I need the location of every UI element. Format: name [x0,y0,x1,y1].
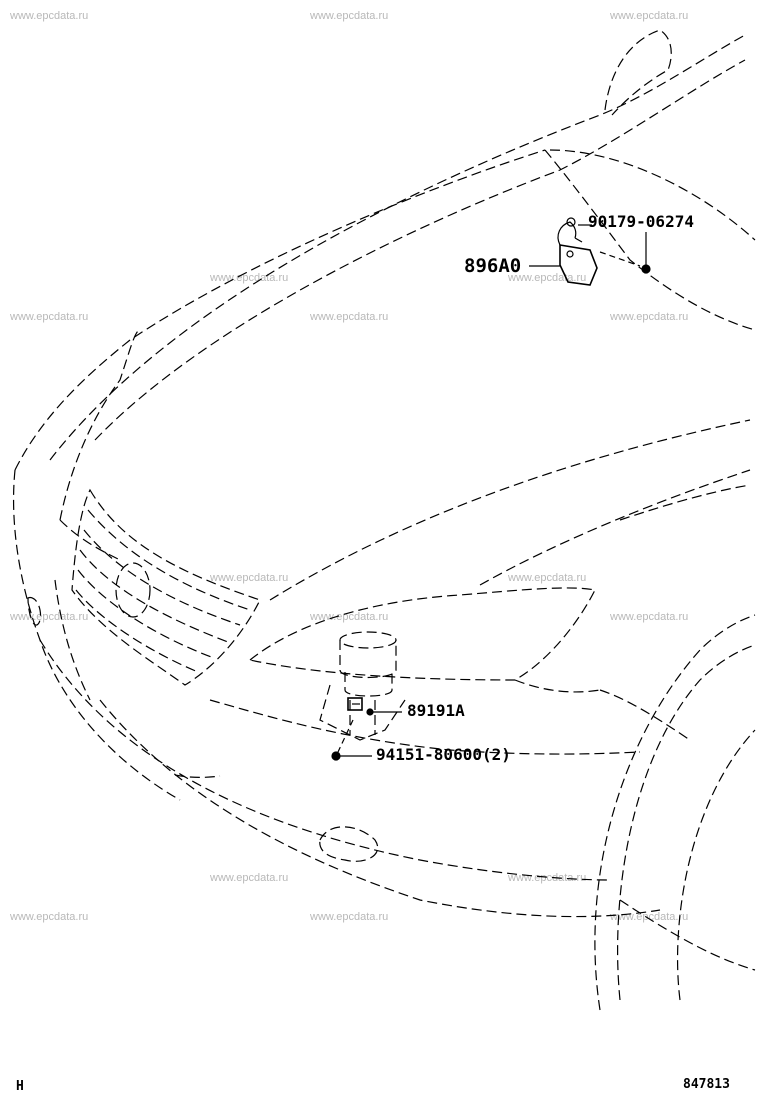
part-label-bolt[interactable]: 94151-80600(2) [376,745,511,764]
hood-edge [94,59,746,441]
watermark: www.epcdata.ru [10,311,89,323]
wheel-arch-inner [676,729,756,1001]
part-label-horn[interactable]: 89191A [407,701,465,720]
bumper-lower [39,639,611,881]
bumper-side [54,579,91,701]
watermark: www.epcdata.ru [210,872,289,884]
grille-slat-5 [75,589,199,673]
bumper-bottom [99,699,661,918]
fender-line [479,469,751,586]
side-mirror [604,29,672,116]
diagram-code-left: H [16,1079,24,1094]
grille-slat-3 [79,549,229,643]
watermark: www.epcdata.ru [310,311,389,323]
headlight-right [248,587,596,681]
wheel-arch-outer [594,614,756,1011]
side-panel [599,689,691,741]
part-label-sensor[interactable]: 896A0 [464,255,522,277]
grille-slat-1 [87,509,251,611]
leader-bolt-guide [337,719,354,753]
watermark: www.epcdata.ru [310,911,389,923]
wheel-arch [616,644,756,1001]
watermark: www.epcdata.ru [610,611,689,623]
clip-dot [641,264,651,274]
headlight-left [59,329,141,521]
watermark: www.epcdata.ru [508,572,587,584]
windshield-lower [549,149,756,241]
hood-front-line [14,149,546,471]
fender-line-2 [619,484,751,521]
watermark: www.epcdata.ru [10,911,89,923]
emblem [115,562,151,618]
side-marker [27,596,42,626]
watermark: www.epcdata.ru [610,10,689,22]
lower-trim [174,774,221,778]
bumper-left-edge [12,469,181,801]
watermark: www.epcdata.ru [610,311,689,323]
watermark: www.epcdata.ru [210,572,289,584]
hood-line [49,34,746,461]
watermark: www.epcdata.ru [10,10,89,22]
fog-light [319,826,379,862]
fender-top [269,419,751,601]
headlight-left-inner [59,519,121,561]
grille-outer [71,488,261,686]
grille-slat-4 [77,569,215,659]
grille-slat-2 [83,529,241,626]
part-label-clip[interactable]: 90179-06274 [588,212,694,231]
watermark: www.epcdata.ru [310,10,389,22]
windshield-line [544,149,756,331]
horn-bolt-dot [366,708,374,716]
headlight-right-inner [514,679,601,693]
bumper-crease [209,699,641,755]
rocker-line [619,899,756,971]
diagram-code-right: 847813 [683,1077,730,1092]
bolt-dot [331,751,341,761]
clip-guide [599,251,641,267]
sensor-assembly [557,217,598,286]
watermark: www.epcdata.ru [310,611,389,623]
horn-assembly [319,631,406,741]
